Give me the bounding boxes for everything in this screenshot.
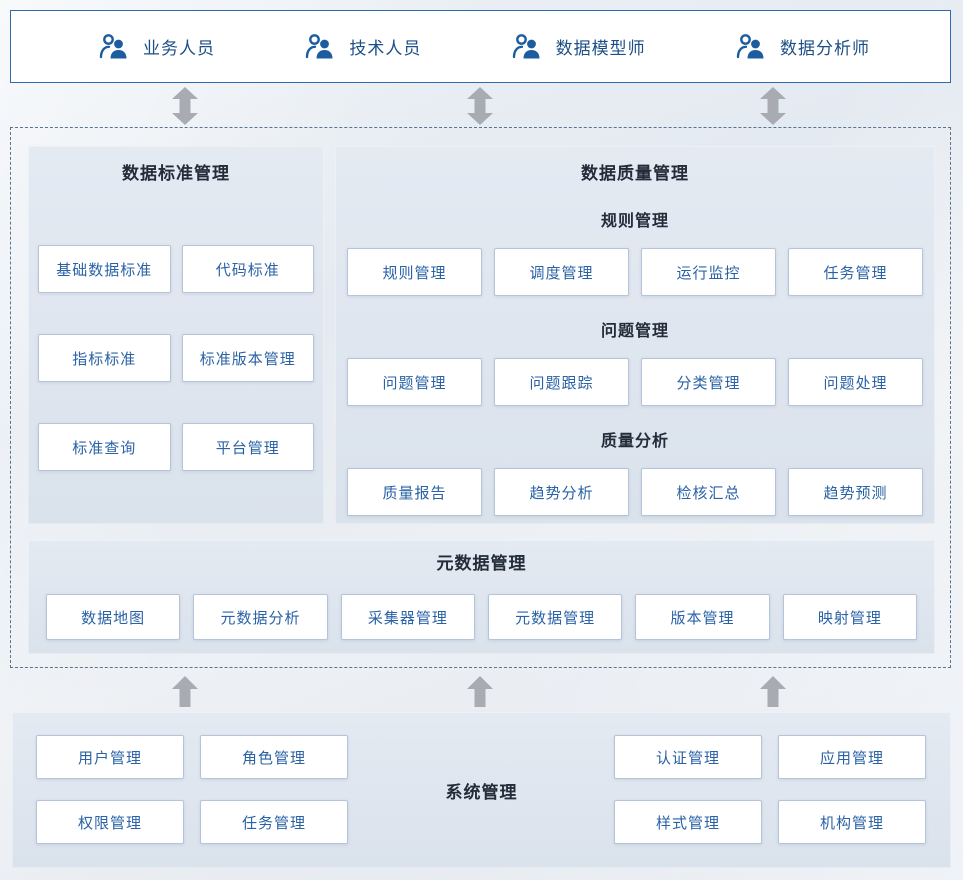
double-arrow-icon (172, 87, 198, 125)
quality-group-title: 规则管理 (600, 213, 669, 230)
module-box: 问题跟踪 (494, 358, 629, 406)
system-modules-right: 认证管理 应用管理 样式管理 机构管理 (614, 735, 926, 844)
module-box: 质量报告 (347, 468, 482, 516)
module-box: 角色管理 (200, 735, 348, 779)
module-box: 标准版本管理 (181, 334, 314, 382)
users-icon (303, 31, 335, 63)
module-box: 指标标准 (38, 334, 171, 382)
quality-group-title: 问题管理 (600, 323, 669, 340)
up-arrow-icon (172, 676, 198, 707)
module-box: 检核汇总 (641, 468, 776, 516)
role-item-technical: 技术人员 (303, 31, 421, 63)
role-item-modeler: 数据模型师 (510, 31, 646, 63)
module-box: 认证管理 (614, 735, 762, 779)
role-label: 数据模型师 (555, 39, 646, 58)
quality-group-title: 质量分析 (600, 433, 669, 450)
system-panel-title: 系统管理 (445, 783, 518, 802)
module-box: 元数据管理 (487, 594, 623, 640)
double-arrow-icon (467, 87, 493, 125)
module-box: 采集器管理 (340, 594, 475, 640)
module-box: 趋势分析 (494, 468, 629, 516)
quality-group-modules: 规则管理 调度管理 运行监控 任务管理 (335, 248, 935, 296)
metadata-panel-title: 元数据管理 (436, 554, 527, 573)
module-box: 数据地图 (46, 594, 181, 640)
system-modules-left: 用户管理 角色管理 权限管理 任务管理 (36, 735, 348, 844)
module-box: 映射管理 (782, 594, 917, 640)
quality-group-modules: 问题管理 问题跟踪 分类管理 问题处理 (335, 358, 935, 406)
role-label: 数据分析师 (779, 39, 870, 58)
module-box: 元数据分析 (193, 594, 328, 640)
module-box: 调度管理 (494, 248, 629, 296)
up-arrow-icon (760, 676, 786, 707)
quality-group-modules: 质量报告 趋势分析 检核汇总 趋势预测 (335, 468, 935, 516)
users-icon (510, 31, 542, 63)
system-panel: 用户管理 角色管理 权限管理 任务管理 系统管理 认证管理 应用管理 样式管理 … (12, 712, 951, 868)
metadata-panel: 元数据管理 数据地图 元数据分析 采集器管理 元数据管理 版本管理 映射管理 (28, 540, 935, 654)
role-label: 技术人员 (349, 39, 422, 58)
module-box: 应用管理 (778, 735, 926, 779)
module-box: 代码标准 (181, 245, 314, 293)
module-box: 样式管理 (614, 800, 762, 844)
up-arrow-icon (467, 676, 493, 707)
role-item-analyst: 数据分析师 (734, 31, 870, 63)
module-box: 趋势预测 (788, 468, 923, 516)
module-box: 平台管理 (181, 423, 314, 471)
module-box: 任务管理 (200, 800, 348, 844)
module-box: 机构管理 (778, 800, 926, 844)
module-box: 问题管理 (347, 358, 482, 406)
module-box: 分类管理 (641, 358, 776, 406)
module-box: 规则管理 (347, 248, 482, 296)
module-box: 用户管理 (36, 735, 184, 779)
module-box: 基础数据标准 (38, 245, 171, 293)
roles-bar: 业务人员 技术人员 数据模型师 (10, 10, 951, 83)
role-label: 业务人员 (143, 39, 215, 58)
standard-panel-title: 数据标准管理 (122, 164, 230, 183)
metadata-modules: 数据地图 元数据分析 采集器管理 元数据管理 版本管理 映射管理 (28, 594, 935, 640)
standard-modules: 基础数据标准 代码标准 指标标准 标准版本管理 标准查询 平台管理 (28, 245, 324, 471)
quality-panel-title: 数据质量管理 (581, 164, 689, 183)
module-box: 标准查询 (38, 423, 171, 471)
module-box: 版本管理 (635, 594, 770, 640)
module-box: 权限管理 (36, 800, 184, 844)
module-box: 任务管理 (788, 248, 923, 296)
users-icon (734, 31, 766, 63)
module-box: 问题处理 (788, 358, 923, 406)
quality-panel: 数据质量管理 规则管理 规则管理 调度管理 运行监控 任务管理 问题管理 问题管… (335, 146, 935, 524)
users-icon (97, 31, 129, 63)
double-arrow-icon (760, 87, 786, 125)
role-item-business: 业务人员 (97, 31, 215, 63)
standard-panel: 数据标准管理 基础数据标准 代码标准 指标标准 标准版本管理 标准查询 平台管理 (28, 146, 324, 524)
platform-container (10, 127, 951, 668)
module-box: 运行监控 (641, 248, 776, 296)
